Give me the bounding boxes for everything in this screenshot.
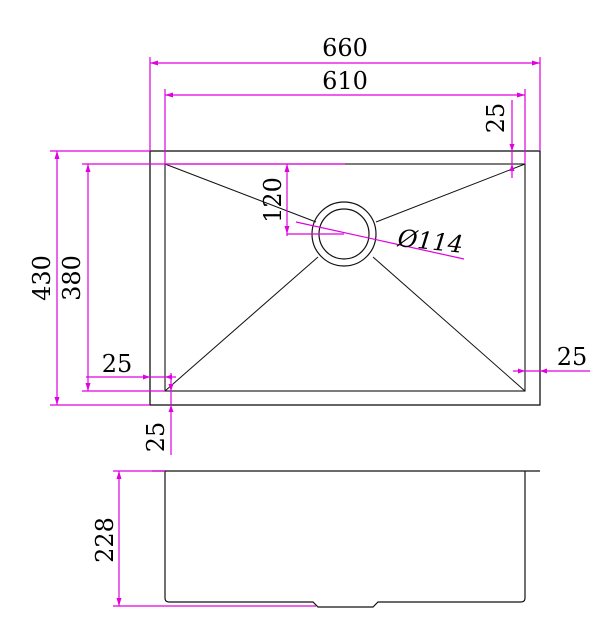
dimension-drain-offset: 120	[259, 164, 344, 236]
dimension-inner-width: 610	[164, 67, 526, 164]
sink-top-view	[149, 150, 541, 406]
outer-flange-outline	[149, 150, 541, 406]
inner-width-label: 610	[322, 67, 368, 95]
dimension-bowl-height: 228	[91, 470, 316, 607]
dimension-overall-depth: 430	[28, 150, 150, 406]
bowl-height-label: 228	[91, 517, 119, 563]
drain-diameter-label: Ø114	[395, 224, 464, 259]
dimension-inner-depth: 380	[58, 163, 345, 392]
flange-left-label: 25	[102, 350, 133, 378]
dimension-drain-diameter: Ø114	[295, 221, 464, 260]
flange-right-label: 25	[557, 343, 588, 371]
slope-line-bottom-left	[164, 256, 319, 392]
dimension-flange-left: 25	[86, 350, 176, 380]
dimension-flange-top-right: 25	[482, 100, 515, 178]
overall-depth-label: 430	[28, 255, 56, 301]
slope-line-bottom-right	[372, 256, 526, 392]
slope-line-top-left	[164, 163, 317, 223]
side-bowl-profile	[164, 471, 526, 608]
inner-depth-label: 380	[58, 255, 86, 301]
dimension-flange-bottom: 25	[142, 373, 174, 455]
overall-width-label: 660	[322, 34, 368, 62]
slope-line-top-right	[375, 163, 526, 223]
inner-bowl-outline	[164, 163, 526, 392]
dimension-overall-width: 660	[149, 34, 541, 151]
flange-top-right-label: 25	[482, 103, 510, 134]
flange-bottom-label: 25	[142, 422, 170, 453]
dimension-flange-right: 25	[513, 343, 590, 374]
sink-side-view	[152, 470, 540, 608]
drain-offset-label: 120	[259, 177, 287, 223]
